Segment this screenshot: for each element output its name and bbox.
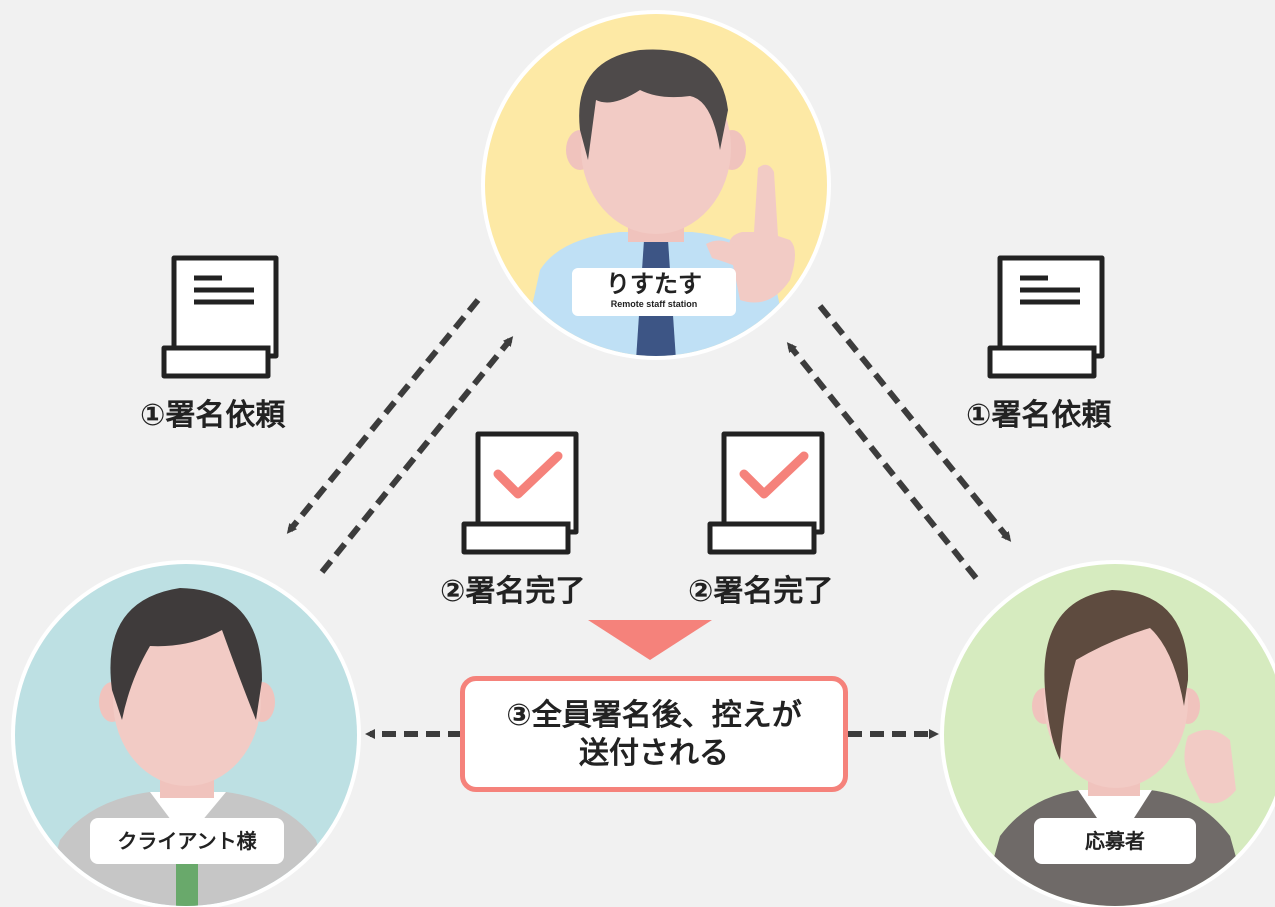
step-complete-right: ②署名完了: [688, 574, 834, 609]
arrow-client-complete: [319, 336, 514, 574]
logo-subtext: Remote staff station: [610, 299, 698, 309]
document-icon: [161, 255, 279, 379]
document-icon: [987, 255, 1105, 379]
company-logo: りすたす Remote staff station: [572, 268, 736, 316]
final-step-box: ③全員署名後、控えが 送付される: [460, 676, 848, 792]
step-request-right: ①署名依頼: [966, 398, 1112, 433]
down-arrow-icon: [588, 620, 712, 660]
logo-text: りすたす: [606, 270, 702, 298]
signed-document-icon: [461, 431, 579, 555]
final-step-line2: 送付される: [579, 736, 729, 771]
arrow-request-to-applicant: [817, 304, 1012, 542]
client-label: クライアント様: [90, 818, 284, 864]
final-step-line1: ③全員署名後、控えが: [506, 698, 802, 733]
arrow-request-to-client: [286, 298, 481, 534]
step-complete-left: ②署名完了: [440, 574, 586, 609]
signed-document-icon: [707, 431, 825, 555]
applicant-label: 応募者: [1034, 818, 1196, 864]
step-request-left: ①署名依頼: [140, 398, 286, 433]
arrow-applicant-complete: [786, 342, 979, 580]
arrows: [286, 298, 1012, 739]
